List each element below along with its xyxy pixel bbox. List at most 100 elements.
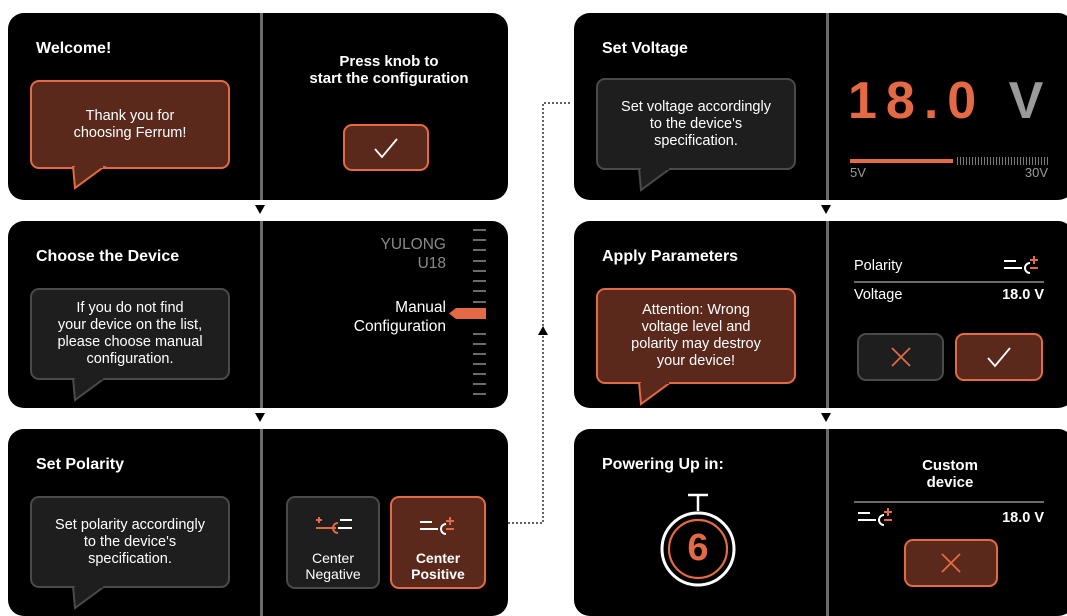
bubble-tail [638, 168, 672, 192]
prompt-line: Press knob to [339, 53, 439, 70]
choose-device-panel: Choose the Device If you do not find you… [8, 221, 508, 408]
device-name-line: Custom [922, 457, 978, 474]
device-hint-bubble: If you do not find your device on the li… [30, 288, 230, 380]
panel-title: Apply Parameters [602, 248, 739, 265]
selection-pointer-icon [449, 308, 486, 319]
flow-connector [508, 102, 572, 524]
option-label-line: Negative [305, 566, 361, 582]
row-label: Polarity [854, 258, 903, 274]
option-label: Center Negative [288, 550, 378, 582]
bubble-line: please choose manual [57, 334, 203, 350]
apply-parameters-panel: Apply Parameters Attention: Wrong voltag… [574, 221, 1067, 408]
bubble-line: Attention: Wrong [642, 302, 750, 318]
flow-arrow-down [255, 413, 265, 422]
voltage-unit: V [1008, 72, 1053, 130]
confirm-button[interactable] [343, 124, 429, 171]
bubble-text: Thank you for choosing Ferrum! [73, 107, 187, 141]
center-positive-option[interactable]: Center Positive [390, 496, 486, 589]
panel-title: Set Voltage [602, 40, 688, 57]
option-label-line: Center [415, 550, 461, 566]
center-positive-polarity-icon [420, 517, 454, 535]
panel-title: Welcome! [36, 40, 112, 57]
cross-icon [941, 553, 961, 573]
panel-divider [826, 13, 829, 200]
start-prompt: Press knob to start the configuration [270, 53, 508, 87]
stopwatch-icon [660, 493, 736, 587]
bubble-text: Set polarity accordingly to the device's… [55, 517, 205, 568]
bubble-line: your device on the list, [57, 317, 203, 333]
cross-icon [890, 347, 911, 367]
bubble-line: your device! [656, 353, 736, 369]
bubble-tail [72, 378, 106, 402]
bubble-tail [72, 166, 106, 190]
voltage-slider-track [957, 157, 1048, 165]
voltage-row: Voltage 18.0 V [854, 287, 1044, 303]
bubble-text: If you do not find your device on the li… [57, 300, 202, 368]
set-polarity-panel: Set Polarity Set polarity accordingly to… [8, 429, 508, 616]
bubble-line: polarity may destroy [631, 336, 761, 352]
device-name-line: device [926, 474, 974, 491]
voltage-hint-bubble: Set voltage accordingly to the device's … [596, 78, 796, 170]
voltage-slider-fill [850, 159, 953, 163]
bubble-text: Attention: Wrong voltage level and polar… [631, 302, 761, 370]
bubble-line: Set voltage accordingly [621, 98, 771, 115]
cancel-button[interactable] [904, 539, 998, 587]
panel-divider [260, 429, 263, 616]
option-label-line: Center [311, 550, 355, 566]
countdown-value: 6 [687, 527, 709, 569]
panel-divider [826, 221, 829, 408]
panel-title: Choose the Device [36, 248, 180, 265]
bubble-line: to the device's [83, 533, 177, 550]
set-voltage-panel: Set Voltage Set voltage accordingly to t… [574, 13, 1067, 200]
polarity-row: Polarity [854, 256, 1044, 274]
bubble-tail [638, 382, 672, 406]
panel-divider [260, 13, 263, 200]
panel-title: Powering Up in: [602, 456, 724, 473]
bubble-line: If you do not find [76, 300, 184, 316]
list-item-line: Configuration [353, 318, 446, 335]
list-item-line: U18 [417, 255, 446, 272]
row-label: Voltage [854, 287, 903, 303]
welcome-message-bubble: Thank you for choosing Ferrum! [30, 80, 230, 169]
check-icon [987, 347, 1011, 368]
center-negative-polarity-icon [316, 517, 352, 534]
center-positive-polarity-icon [1004, 256, 1038, 274]
bubble-line: configuration. [86, 351, 174, 367]
list-item-line: YULONG [380, 236, 446, 253]
flow-arrow-down [821, 205, 831, 214]
prompt-line: start the configuration [309, 70, 469, 87]
bubble-line: specification. [88, 550, 172, 567]
bubble-tail [72, 586, 106, 610]
bubble-line: to the device's [649, 115, 743, 132]
cancel-button[interactable] [857, 333, 944, 381]
panel-divider [826, 429, 829, 616]
bubble-text: Set voltage accordingly to the device's … [621, 99, 771, 150]
slider-min-label: 5V [850, 165, 866, 180]
center-positive-polarity-icon [858, 508, 892, 526]
welcome-panel: Welcome! Thank you for choosing Ferrum! … [8, 13, 508, 200]
powering-up-panel: Powering Up in: 6 Custom device 18.0 V [574, 429, 1067, 616]
device-list-item-manual[interactable]: Manual Configuration [354, 298, 446, 336]
check-icon [374, 137, 398, 158]
option-label-line: Positive [411, 566, 465, 582]
panel-divider [260, 221, 263, 408]
bubble-line: voltage level and [641, 319, 751, 335]
device-name: Custom device [836, 457, 1064, 491]
voltage-readout: 18.0 V [848, 71, 1067, 131]
voltage-slider[interactable] [850, 157, 1048, 169]
confirm-button[interactable] [955, 333, 1043, 381]
row-value: 18.0 V [1002, 287, 1044, 303]
voltage-value: 18.0 V [1002, 510, 1044, 526]
flow-arrow-down [821, 413, 831, 422]
warning-bubble: Attention: Wrong voltage level and polar… [596, 288, 796, 384]
row-separator [854, 281, 1044, 283]
center-negative-option[interactable]: Center Negative [286, 496, 380, 589]
option-label: Center Positive [392, 550, 484, 582]
device-list-item-yulong[interactable]: YULONG U18 [381, 235, 446, 273]
flow-arrow-down [255, 205, 265, 214]
bubble-line: specification. [654, 132, 738, 149]
voltage-value: 18.0 [848, 72, 986, 130]
panel-title: Set Polarity [36, 456, 125, 473]
polarity-hint-bubble: Set polarity accordingly to the device's… [30, 496, 230, 588]
row-separator [854, 501, 1044, 503]
